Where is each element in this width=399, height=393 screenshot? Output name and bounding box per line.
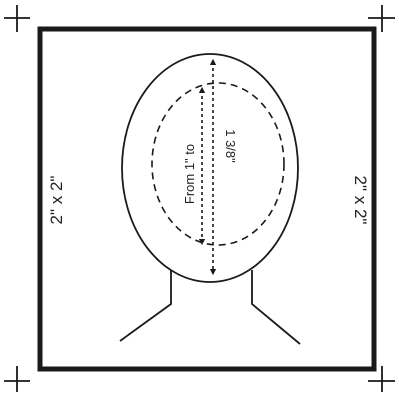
photo-frame: [37, 26, 377, 372]
head-outline: [121, 53, 299, 283]
measurement-arrows: [198, 58, 217, 276]
neck-shoulders-left: [119, 270, 172, 342]
size-label-left: 2" x 2": [47, 176, 66, 225]
crop-mark-top-left: [4, 5, 30, 32]
crop-mark-top-right: [368, 5, 395, 32]
range-label-to: 1 3/8": [223, 129, 238, 163]
range-label-from: From 1" to: [182, 144, 197, 204]
face-oval-dashed: [151, 82, 285, 246]
head-silhouette: [119, 53, 301, 345]
crop-marks: [4, 5, 395, 392]
crop-mark-bottom-left: [4, 366, 30, 392]
neck-shoulders-right: [251, 270, 301, 345]
crop-mark-bottom-right: [368, 366, 395, 392]
size-label-right: 2" x 2": [351, 176, 370, 225]
